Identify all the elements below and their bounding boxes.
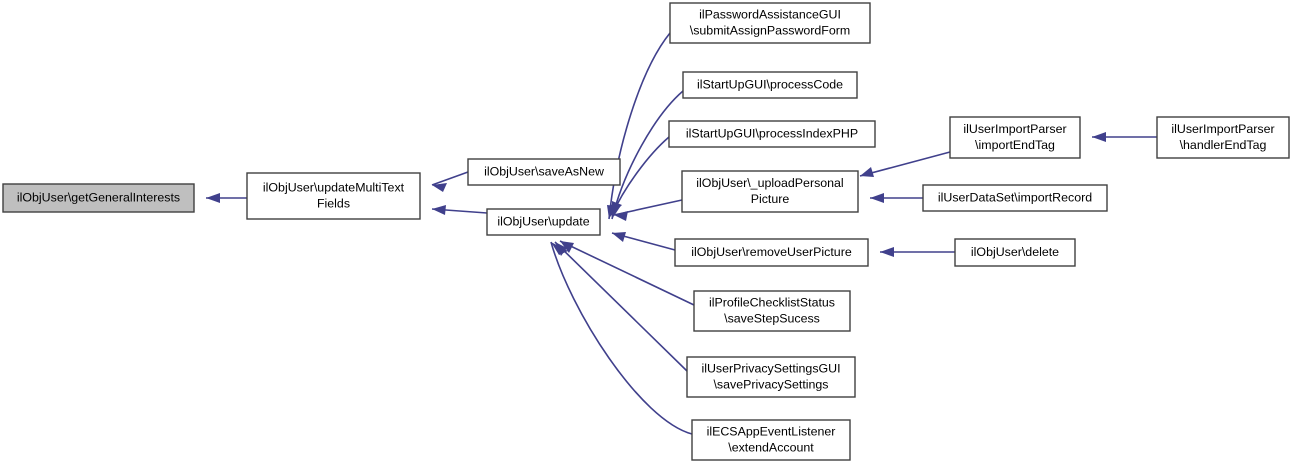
node-label: ilStartUpGUI\processCode: [697, 77, 843, 91]
node-label: \extendAccount: [728, 440, 814, 454]
node-label: ilPasswordAssistanceGUI: [699, 7, 841, 21]
graph-node-update[interactable]: ilObjUser\update: [486, 208, 601, 236]
edge-line: [859, 151, 951, 177]
call-edge-removeUserPicture-to-update: [611, 232, 676, 251]
edge-line: [554, 241, 688, 372]
call-edge-saveStepSucess-to-update: [559, 240, 695, 306]
graph-node-importRecord[interactable]: ilUserDataSet\importRecord: [922, 184, 1108, 212]
call-edge-uploadPersonalPicture-to-update: [613, 199, 683, 221]
graph-node-extendAccount[interactable]: ilECSAppEventListener \extendAccount: [691, 419, 851, 461]
edge-line: [431, 171, 469, 186]
graph-node-saveAsNew[interactable]: ilObjUser\saveAsNew: [467, 158, 621, 186]
call-edge-processCode-to-update: [610, 90, 684, 220]
call-edge-importRecord-to-uploadPersonalPicture: [870, 193, 923, 203]
graph-node-getGeneralInterests[interactable]: ilObjUser\getGeneralInterests: [2, 183, 195, 213]
node-label: ilStartUpGUI\processIndexPHP: [686, 126, 858, 140]
arrowhead-icon: [560, 241, 574, 253]
graph-node-savePrivacySettings[interactable]: ilUserPrivacySettingsGUI \savePrivacySett…: [686, 356, 856, 398]
arrowhead-icon: [860, 167, 874, 177]
call-edge-extendAccount-to-update: [550, 241, 693, 435]
arrowhead-icon: [870, 193, 884, 203]
arrowhead-icon: [880, 247, 894, 257]
call-edge-processIndexPHP-to-update: [611, 136, 670, 216]
call-edge-importEndTag-to-uploadPersonalPicture: [859, 151, 951, 177]
arrowhead-icon: [432, 205, 446, 215]
node-label: ilObjUser\delete: [971, 245, 1059, 259]
node-box[interactable]: [691, 419, 851, 461]
node-box[interactable]: [674, 238, 869, 267]
arrowhead-icon: [1092, 132, 1106, 142]
call-edge-submitAssignPasswordForm-to-update: [607, 32, 671, 220]
node-box[interactable]: [954, 238, 1076, 267]
edge-line: [550, 241, 693, 435]
node-box[interactable]: [686, 356, 856, 398]
node-label: ilUserImportParser: [1171, 122, 1274, 136]
node-box[interactable]: [949, 116, 1081, 159]
node-box[interactable]: [693, 290, 851, 332]
edges-layer: [206, 32, 1157, 435]
call-edge-handlerEndTag-to-importEndTag: [1092, 132, 1157, 142]
node-box[interactable]: [2, 183, 195, 213]
graph-node-handlerEndTag[interactable]: ilUserImportParser \handlerEndTag: [1156, 116, 1290, 159]
call-edge-delete-to-removeUserPicture: [880, 247, 955, 257]
graph-node-processCode[interactable]: ilStartUpGUI\processCode: [682, 71, 858, 99]
node-label: ilObjUser\saveAsNew: [484, 164, 604, 178]
node-label: ilUserImportParser: [963, 122, 1066, 136]
graph-node-processIndexPHP[interactable]: ilStartUpGUI\processIndexPHP: [668, 120, 876, 148]
graph-node-importEndTag[interactable]: ilUserImportParser \importEndTag: [949, 116, 1081, 159]
node-label: Fields: [317, 196, 350, 210]
graph-node-submitAssignPasswordForm[interactable]: ilPasswordAssistanceGUI \submitAssignPass…: [669, 2, 871, 44]
node-label: Picture: [751, 192, 790, 206]
node-label: \handlerEndTag: [1180, 138, 1267, 152]
node-label: ilUserPrivacySettingsGUI: [701, 361, 840, 375]
arrowhead-icon: [612, 201, 622, 215]
node-label: ilObjUser\_uploadPersonal: [696, 176, 843, 190]
call-edge-updateMultiTextFields-to-getGeneralInterests: [206, 193, 247, 203]
arrowhead-icon: [551, 242, 568, 255]
graph-node-removeUserPicture[interactable]: ilObjUser\removeUserPicture: [674, 238, 869, 267]
node-label: ilObjUser\removeUserPicture: [691, 245, 852, 259]
arrowhead-icon: [614, 211, 628, 221]
arrowhead-icon: [612, 232, 626, 242]
call-edge-savePrivacySettings-to-update: [554, 241, 688, 372]
node-box[interactable]: [668, 120, 876, 148]
node-label: ilUserDataSet\importRecord: [938, 190, 1092, 204]
graph-node-delete[interactable]: ilObjUser\delete: [954, 238, 1076, 267]
node-box[interactable]: [922, 184, 1108, 212]
node-box[interactable]: [246, 172, 421, 220]
node-box[interactable]: [682, 71, 858, 99]
graph-node-saveStepSucess[interactable]: ilProfileChecklistStatus \saveStepSucess: [693, 290, 851, 332]
node-label: ilObjUser\update: [497, 214, 589, 228]
edge-line: [608, 32, 671, 220]
node-box[interactable]: [669, 2, 871, 44]
edge-line: [559, 240, 695, 306]
node-label: ilObjUser\updateMultiText: [263, 180, 405, 194]
arrowhead-icon: [206, 193, 220, 203]
edge-line: [611, 90, 684, 220]
node-box[interactable]: [681, 170, 859, 213]
node-box[interactable]: [486, 208, 601, 236]
node-label: \savePrivacySettings: [713, 377, 828, 391]
node-label: ilECSAppEventListener: [707, 424, 836, 438]
node-label: \submitAssignPasswordForm: [690, 23, 850, 37]
nodes-layer: ilObjUser\getGeneralInterests ilObjUser\u…: [2, 2, 1290, 461]
node-label: ilProfileChecklistStatus: [709, 295, 835, 309]
arrowhead-icon: [432, 183, 447, 192]
node-box[interactable]: [1156, 116, 1290, 159]
node-label: \importEndTag: [975, 138, 1055, 152]
node-label: ilObjUser\getGeneralInterests: [17, 190, 180, 204]
call-edge-saveAsNew-to-updateMultiTextFields: [431, 171, 469, 192]
call-edge-update-to-updateMultiTextFields: [431, 205, 488, 215]
node-box[interactable]: [467, 158, 621, 186]
node-label: \saveStepSucess: [724, 311, 820, 325]
